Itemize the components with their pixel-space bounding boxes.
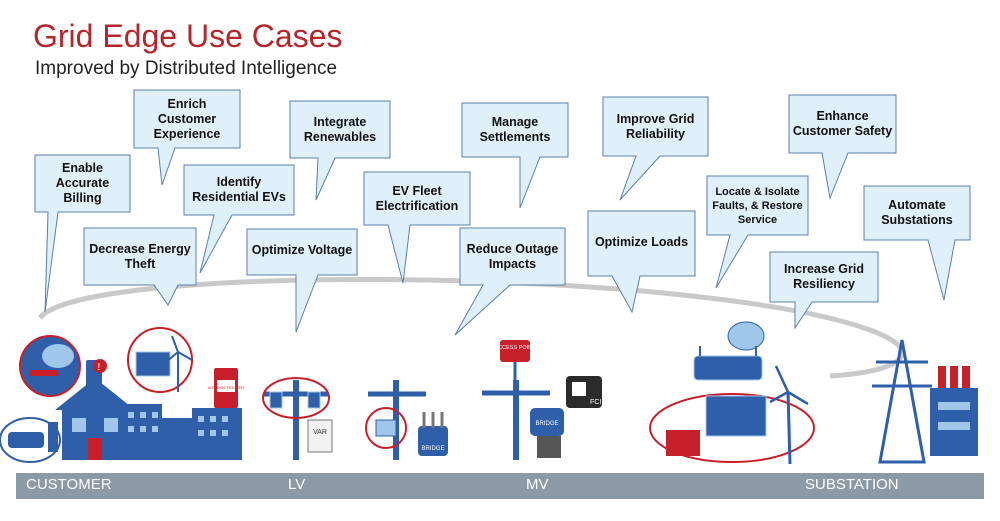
callout-optimize-voltage: Optimize Voltage — [251, 242, 353, 257]
car-icon — [8, 432, 44, 448]
page-subtitle: Improved by Distributed Intelligence — [35, 58, 338, 79]
network-tier-axis — [16, 473, 984, 499]
callout-enable-accurate-billing: Enable Accurate Billing — [55, 161, 110, 205]
callout-enhance-customer-safety: Enhance Customer Safety — [792, 109, 893, 138]
access-point-icon — [500, 340, 530, 362]
callout-reduce-outage-impacts: Reduce Outage Impacts — [466, 241, 559, 271]
axis-label-customer: CUSTOMER — [26, 476, 112, 493]
callout-bubble-resiliency — [769, 251, 879, 330]
callout-bubble-settlements — [461, 102, 569, 209]
callout-bubble-voltage — [246, 228, 358, 333]
ev-charger-highlight — [0, 417, 61, 463]
var-label: VAR — [313, 429, 327, 436]
mv-bridge-icon — [530, 408, 564, 436]
mv-devices — [482, 340, 602, 460]
lv-sensor-highlight — [262, 377, 330, 419]
customer-devices: ! — [0, 327, 242, 463]
callout-bubble-faults — [706, 175, 809, 289]
callout-bubble-fleet — [363, 171, 471, 284]
access-point-label: ACCESS POINT — [495, 345, 537, 351]
der-highlight — [649, 393, 815, 463]
gateway-router-icon — [693, 355, 763, 381]
lv-bridge-label: BRIDGE — [421, 446, 444, 452]
axis-label-lv: LV — [288, 476, 306, 493]
callout-automate-substations: Automate Substations — [881, 198, 953, 227]
transmission-tower-icon — [878, 339, 926, 464]
callout-integrate-renewables: Integrate Renewables — [303, 114, 377, 144]
router-label: IoT EDGE ROUTER — [208, 385, 244, 390]
axis-label-mv: MV — [526, 476, 549, 493]
callout-bubble-evs — [183, 164, 295, 274]
substation-devices — [649, 321, 978, 465]
axis-label-substation: SUBSTATION — [805, 476, 899, 493]
battery-icon — [666, 430, 700, 456]
callout-bubble-substations — [863, 185, 971, 301]
callout-bubble-experience — [133, 89, 241, 186]
callout-optimize-loads: Optimize Loads — [594, 234, 689, 249]
callout-improve-grid-reliability: Improve Grid Reliability — [616, 111, 695, 141]
callout-ev-fleet-electrification: EV Fleet Electrification — [375, 183, 459, 213]
callout-bubble-reliability — [602, 96, 709, 201]
callout-bubble-outage — [454, 227, 566, 336]
callout-locate-isolate-faults: Locate & Isolate Faults, & Restore Servi… — [712, 185, 803, 226]
callout-identify-residential-evs: Identify Residential EVs — [192, 175, 286, 204]
var-device-icon — [307, 419, 333, 453]
callout-bubble-loads — [587, 210, 696, 314]
callout-bubble-renewables — [289, 100, 391, 201]
mv-bridge-label: BRIDGE — [535, 421, 558, 427]
callout-bubble-safety — [788, 94, 897, 200]
callout-enrich-customer-experience: Enrich Customer Experience — [153, 96, 221, 141]
lv-bridge-icon — [418, 426, 448, 456]
mv-solar-panel-icon — [705, 395, 767, 437]
lv-device-highlight — [365, 407, 407, 449]
house-icon — [55, 378, 135, 410]
lv-devices — [262, 377, 448, 460]
callout-bubble-theft — [83, 227, 197, 306]
svg-text:!: ! — [98, 362, 101, 373]
page-title: Grid Edge Use Cases — [33, 18, 343, 54]
solar-panel-icon — [135, 351, 171, 377]
callout-increase-grid-resiliency: Increase Grid Resiliency — [784, 262, 864, 291]
callout-decrease-energy-theft: Decrease Energy Theft — [89, 241, 191, 271]
fci-label: FCI — [590, 399, 601, 406]
callout-bubble-billing — [34, 154, 131, 313]
callout-manage-settlements: Manage Settlements — [479, 115, 551, 144]
